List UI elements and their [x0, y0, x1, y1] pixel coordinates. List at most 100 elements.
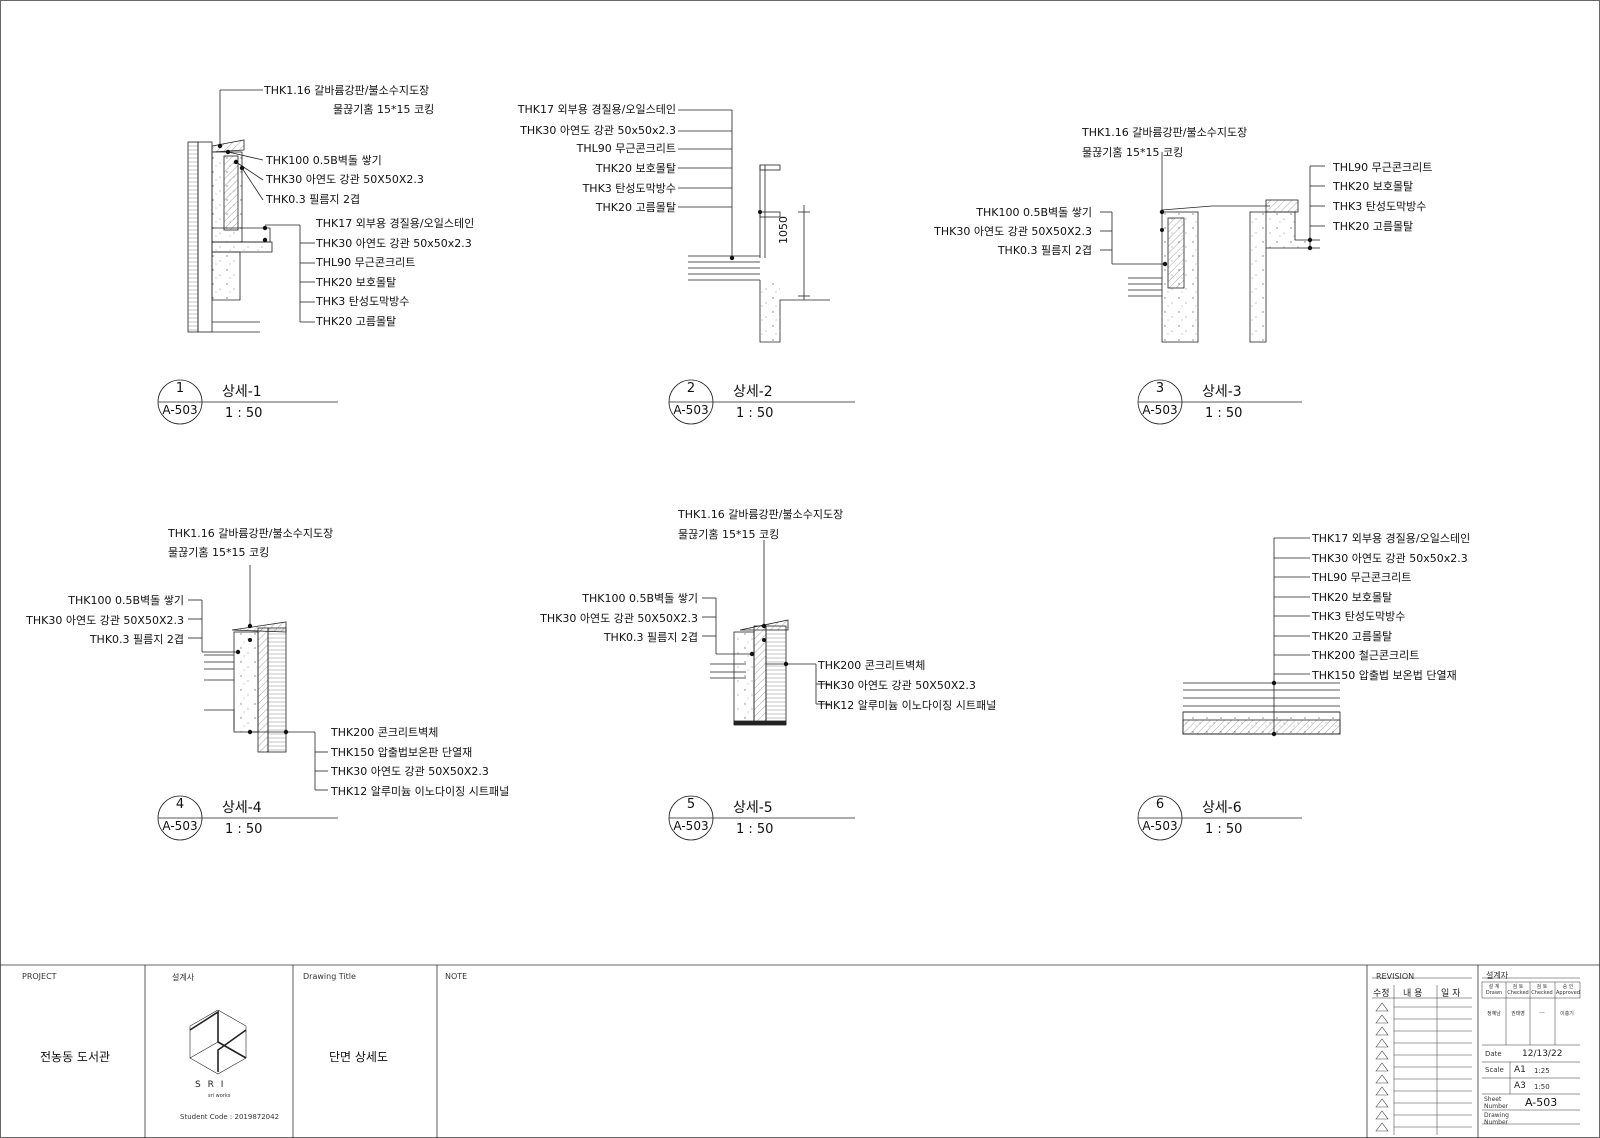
detail-4-drawing [188, 565, 328, 791]
detail-sheet-ref: A-503 [673, 819, 709, 833]
d1-label: THK100 0.5B벽돌 쌓기 [266, 154, 382, 167]
detail-number: 3 [1155, 381, 1165, 396]
d4-label: THK12 알루미늄 이노다이징 시트패널 [331, 785, 510, 798]
detail-2-drawing [678, 109, 830, 343]
detail-scale: 1 : 50 [1205, 822, 1243, 837]
d2-label: THL90 무근콘크리트 [576, 142, 676, 155]
d4-label: THK1.16 갈바륨강판/불소수지도장 [168, 527, 334, 540]
d1-label: THK30 아연도 강관 50X50X2.3 [266, 173, 424, 186]
d5-label: THK100 0.5B벽돌 쌓기 [582, 592, 698, 605]
detail-scale: 1 : 50 [225, 822, 263, 837]
d2-label: THK3 탄성도막방수 [582, 182, 676, 195]
d1-label: THK17 외부용 경질용/오일스테인 [316, 217, 475, 230]
d5-label: 물끊기홈 15*15 코킹 [678, 528, 780, 541]
signature: --- [1539, 1010, 1545, 1016]
revision-col: 수정 [1373, 989, 1390, 999]
d2-label: THK20 보호몰탈 [595, 162, 676, 175]
d1-label: THK30 아연도 강관 50x50x2.3 [316, 237, 472, 250]
signature: 권태영 [1511, 1011, 1525, 1017]
d2-label: THK30 아연도 강관 50x50x2.3 [520, 124, 676, 137]
detail-title: 상세-5 [733, 800, 773, 816]
project-name: 전농동 도서관 [40, 1050, 111, 1064]
date-caption: Date [1485, 1050, 1502, 1058]
d4-label: THK30 아연도 강관 50X50X2.3 [26, 614, 184, 627]
detail-sheet-ref: A-503 [1142, 403, 1178, 417]
detail-sheet-ref: A-503 [1142, 819, 1178, 833]
d4-label: THK100 0.5B벽돌 쌓기 [68, 594, 184, 607]
detail-number: 1 [175, 381, 185, 396]
d3-label: THK3 탄성도막방수 [1333, 200, 1427, 213]
d6-label: THL90 무근콘크리트 [1312, 571, 1412, 584]
d1-label: THK20 보호몰탈 [316, 276, 397, 289]
d3-label: THK30 아연도 강관 50X50X2.3 [934, 225, 1092, 238]
d6-label: THK3 탄성도막방수 [1312, 610, 1406, 623]
signature: 정혜남 [1487, 1011, 1501, 1017]
revision-triangles [1375, 1002, 1472, 1132]
detail-5-drawing [702, 540, 830, 726]
d4-label: 물끊기홈 15*15 코킹 [168, 546, 270, 559]
detail-title: 상세-3 [1202, 384, 1242, 400]
revision-caption: REVISION [1376, 972, 1415, 981]
detail-title: 상세-6 [1202, 800, 1242, 816]
d3-label: THK0.3 필름지 2겹 [997, 244, 1092, 257]
d2-dimension: 1050 [777, 216, 790, 244]
revision-col: 내 용 [1403, 989, 1423, 999]
d4-label: THK200 콘크리트벽체 [331, 726, 439, 739]
designer-caption: 설계사 [172, 973, 195, 982]
d3-label: THK20 고름몰탈 [1333, 220, 1414, 233]
detail-sheet-ref: A-503 [673, 403, 709, 417]
scale-a1: A1 [1514, 1065, 1526, 1075]
d3-label: THK1.16 갈바륨강판/불소수지도장 [1082, 126, 1248, 139]
d4-label: THK0.3 필름지 2겹 [89, 633, 184, 646]
student-code: Student Code : 2019872042 [180, 1113, 280, 1121]
d6-label: THK30 아연도 강관 50x50x2.3 [1312, 552, 1468, 565]
scale-a3-value: 1:50 [1534, 1083, 1550, 1091]
d6-label: THK20 고름몰탈 [1312, 630, 1393, 643]
date-value: 12/13/22 [1522, 1049, 1563, 1059]
drawing-title-caption: Drawing Title [303, 972, 356, 981]
detail-scale: 1 : 50 [736, 406, 774, 421]
detail-3-drawing [1100, 152, 1325, 343]
detail-sheet-ref: A-503 [162, 819, 198, 833]
logo-text: S R I [195, 1080, 226, 1090]
scale-caption: Scale [1485, 1066, 1504, 1074]
detail-6-drawing [1182, 537, 1341, 737]
detail-scale: 1 : 50 [1205, 406, 1243, 421]
d1-label: 물끊기홈 15*15 코킹 [333, 103, 435, 116]
note-caption: NOTE [445, 972, 468, 981]
d6-label: THK17 외부용 경질용/오일스테인 [1312, 532, 1471, 545]
signature: 이충기 [1560, 1011, 1574, 1017]
d6-label: THK150 압출법 보온법 단열재 [1312, 669, 1457, 682]
detail-number: 6 [1155, 797, 1165, 812]
detail-number: 4 [175, 797, 185, 812]
detail-callouts [157, 379, 1302, 841]
d3-label: THL90 무근콘크리트 [1333, 161, 1433, 174]
d5-label: THK1.16 갈바륨강판/불소수지도장 [678, 508, 844, 521]
logo-mark [189, 1009, 247, 1075]
d5-label: THK12 알루미늄 이노다이징 시트패널 [818, 699, 997, 712]
d3-label: THK100 0.5B벽돌 쌓기 [976, 206, 1092, 219]
d5-label: THK0.3 필름지 2겹 [603, 631, 698, 644]
d4-label: THK150 압출법보온판 단열재 [331, 746, 473, 759]
designer2-caption: 설계자 [1486, 971, 1509, 980]
d6-label: THK200 철근콘크리트 [1312, 649, 1420, 662]
d2-label: THK17 외부용 경질용/오일스테인 [517, 103, 676, 116]
d5-label: THK30 아연도 강관 50X50X2.3 [818, 679, 976, 692]
d1-label: THK3 탄성도막방수 [316, 295, 410, 308]
sheet-number-caption: Sheet Number [1484, 1096, 1509, 1110]
sign-col: 검 토 Checked [1531, 984, 1553, 996]
revision-col: 일 자 [1441, 989, 1461, 999]
detail-title: 상세-1 [222, 384, 262, 400]
detail-title: 상세-2 [733, 384, 773, 400]
drawing-title: 단면 상세도 [329, 1050, 389, 1064]
scale-a1-value: 1:25 [1534, 1067, 1550, 1075]
project-caption: PROJECT [22, 972, 57, 981]
d5-label: THK200 콘크리트벽체 [818, 659, 926, 672]
detail-sheet-ref: A-503 [162, 403, 198, 417]
d4-label: THK30 아연도 강관 50X50X2.3 [331, 765, 489, 778]
scale-a3: A3 [1514, 1081, 1526, 1091]
detail-title: 상세-4 [222, 800, 262, 816]
d3-label: THK20 보호몰탈 [1333, 180, 1414, 193]
